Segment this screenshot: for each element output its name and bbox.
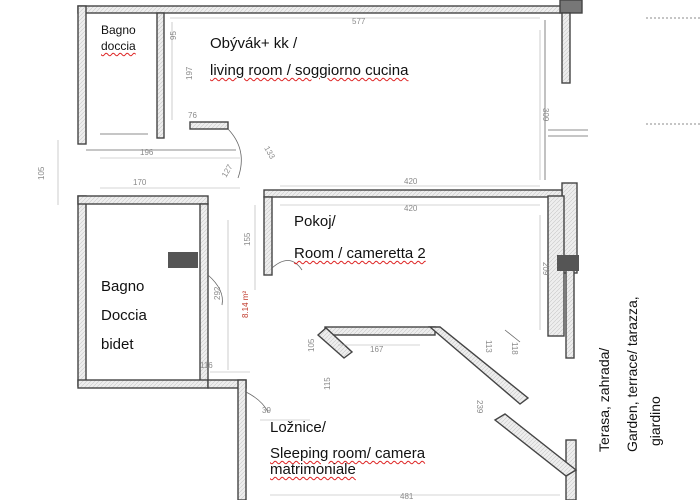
dimension-text: 197 xyxy=(185,66,194,80)
dimension-text: 116 xyxy=(200,361,213,370)
dimension-text: 420 xyxy=(404,204,418,213)
bedroom-line2: Sleeping room/ camera xyxy=(270,445,426,462)
room2-line2: Room / cameretta 2 xyxy=(294,245,426,262)
door-arc-5 xyxy=(504,329,521,343)
column-room xyxy=(557,255,579,271)
dimension-text: 170 xyxy=(133,178,147,187)
reference-lines xyxy=(646,17,700,125)
wall-corridor-left xyxy=(77,195,87,387)
wall-room-top xyxy=(263,189,563,198)
wall-short-stub xyxy=(189,121,229,130)
bathroom-top-line1: Bagno xyxy=(101,23,136,37)
dimension-text: 39 xyxy=(262,406,271,415)
wall-bath-divider xyxy=(156,12,165,139)
dimension-text: 577 xyxy=(352,17,366,26)
door-arc-3 xyxy=(207,274,223,306)
wall-diagonal-small xyxy=(316,327,354,359)
terrace-line2: Garden, terrace/ tarazza, xyxy=(624,296,640,452)
dimension-text: 105 xyxy=(37,166,46,180)
bathroom-top-line2: doccia xyxy=(101,39,136,53)
dimension-text: 115 xyxy=(323,377,332,390)
terrace-line3: giardino xyxy=(647,396,663,446)
dimension-text: 113 xyxy=(484,340,493,353)
dimension-text: 209 xyxy=(541,262,550,276)
doors xyxy=(86,20,588,413)
dimension-text: 118 xyxy=(510,342,519,355)
wall-top xyxy=(77,5,569,14)
bathroom-left-label: Bagno Doccia bidet xyxy=(101,277,147,355)
wall-right-low xyxy=(565,269,575,359)
wall-room-left xyxy=(263,196,273,276)
dimension-text: 481 xyxy=(400,492,414,500)
living-room-line2: living room / soggiorno cucina xyxy=(210,62,409,79)
living-room-line1: Obývák+ kk / xyxy=(210,35,298,52)
door-arc-4 xyxy=(245,391,269,413)
door-arc-2 xyxy=(271,260,303,271)
dimension-text: 292 xyxy=(213,286,222,300)
bathroom-left-line3: bidet xyxy=(101,336,134,353)
bathroom-left-line2: Doccia xyxy=(101,307,147,324)
bedroom-line3: matrimoniale xyxy=(270,461,356,478)
columns xyxy=(168,252,579,271)
wall-bath-bottom xyxy=(77,379,209,389)
area-text: 8.14 m² xyxy=(241,291,250,318)
column-bath xyxy=(168,252,198,268)
wall-top-corner xyxy=(559,0,583,14)
dimension-text: 155 xyxy=(243,232,252,246)
dimension-text: 105 xyxy=(307,338,316,352)
dimension-text: 309 xyxy=(541,108,550,122)
bathroom-top-label: Bagno doccia xyxy=(101,22,136,54)
room2-line1: Pokoj/ xyxy=(294,213,336,230)
bathroom-left-line1: Bagno xyxy=(101,278,145,295)
wall-left-top xyxy=(77,5,87,145)
wall-bath-right xyxy=(199,203,209,387)
wall-bath-top xyxy=(77,195,209,205)
dimension-lines xyxy=(57,17,560,496)
wall-right-top xyxy=(561,12,571,84)
living-room-label: Obývák+ kk / living room / soggiorno cuc… xyxy=(210,34,408,81)
dimension-text: 239 xyxy=(475,400,484,414)
dimension-text: 95 xyxy=(169,31,178,40)
dimensions: 577 197 95 76 196 105 170 127 133 309 42… xyxy=(37,17,550,500)
dimension-text: 76 xyxy=(188,111,197,120)
terrace-line1: Terasa, zahrada/ xyxy=(596,347,612,452)
dimension-text: 127 xyxy=(220,162,235,179)
dimension-text: 420 xyxy=(404,177,418,186)
wall-bedroom-left xyxy=(237,379,247,500)
walls xyxy=(77,0,583,500)
wall-diagonal-lower xyxy=(493,413,578,477)
room2-label: Pokoj/ Room / cameretta 2 xyxy=(294,212,426,264)
wall-diagonal-upper xyxy=(428,326,530,405)
dimension-text: 133 xyxy=(262,145,277,162)
wall-bedroom-top xyxy=(324,326,436,336)
dimension-text: 196 xyxy=(140,148,154,157)
bedroom-label: Ložnice/ Sleeping room/ camera matrimoni… xyxy=(270,418,425,478)
dimension-text: 167 xyxy=(370,345,384,354)
bedroom-line1: Ložnice/ xyxy=(270,419,326,436)
door-arc-1 xyxy=(227,128,242,179)
